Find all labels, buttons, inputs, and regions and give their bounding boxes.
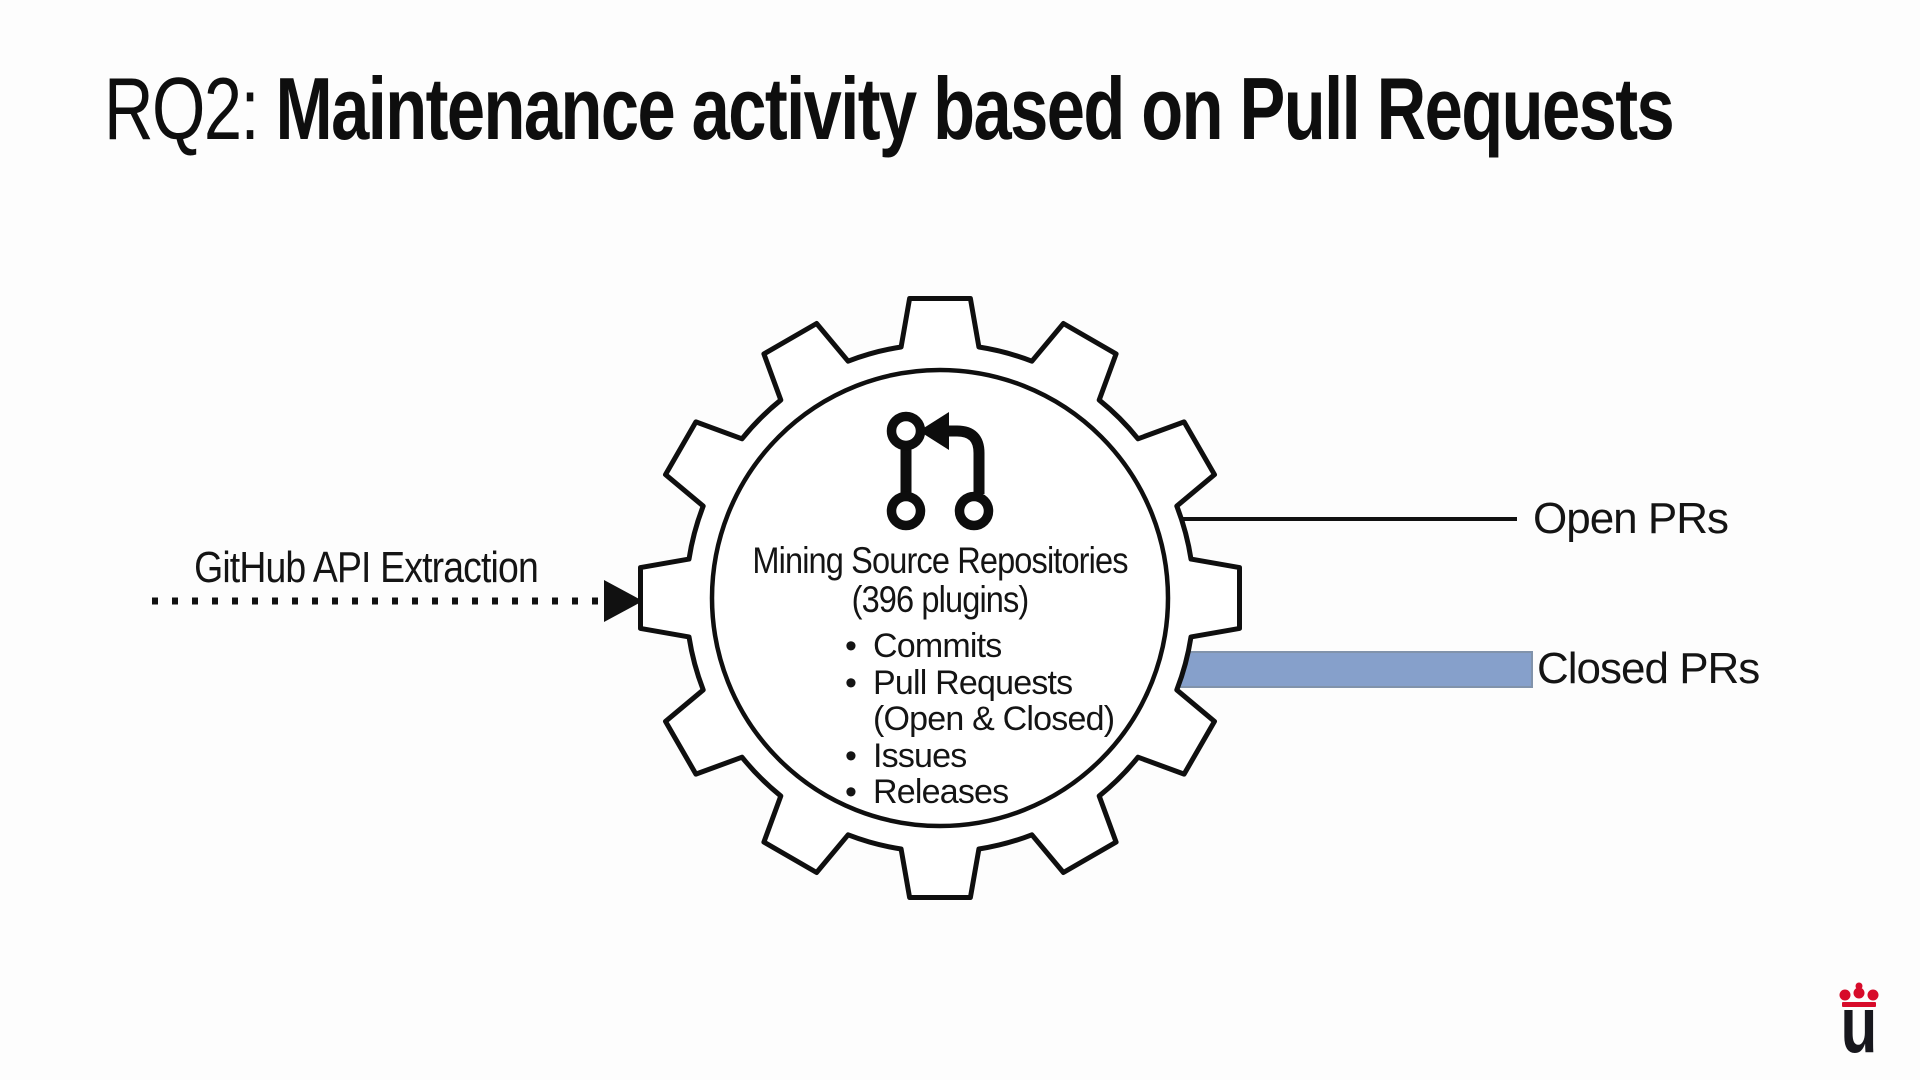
gear-bullet-list: Commits Pull Requests (Open & Closed) Is… [845,628,1145,811]
title-main: Maintenance activity based on Pull Reque… [275,59,1674,158]
git-pull-request-icon [886,411,994,531]
open-prs-label: Open PRs [1533,494,1729,543]
bullet-item: Pull Requests [845,664,1145,702]
gear-inner-circle [709,367,1171,829]
gear-subheading: (396 plugins) [851,579,1030,620]
gear-heading: Mining Source Repositories [752,540,1128,581]
github-api-extraction-label: GitHub API Extraction [194,543,539,592]
closed-prs-connector-bar [1174,651,1533,688]
closed-prs-label: Closed PRs [1537,644,1760,693]
title-prefix: RQ2: [104,59,276,158]
bullet-item-continuation: (Open & Closed) [873,700,1115,738]
bullet-item: Releases [845,774,1145,811]
bullet-item: Commits [845,628,1145,665]
logo-letter: u [1841,980,1878,1058]
slide-title: RQ2: Maintenance activity based on Pull … [104,58,1675,159]
gear-text-block: Mining Source Repositories (396 plugins) [720,541,1160,619]
bullet-item: Issues [845,737,1145,775]
crown-icon [1839,982,1879,1007]
urjc-logo: u [1839,980,1879,1058]
arrowhead-icon [604,580,643,622]
